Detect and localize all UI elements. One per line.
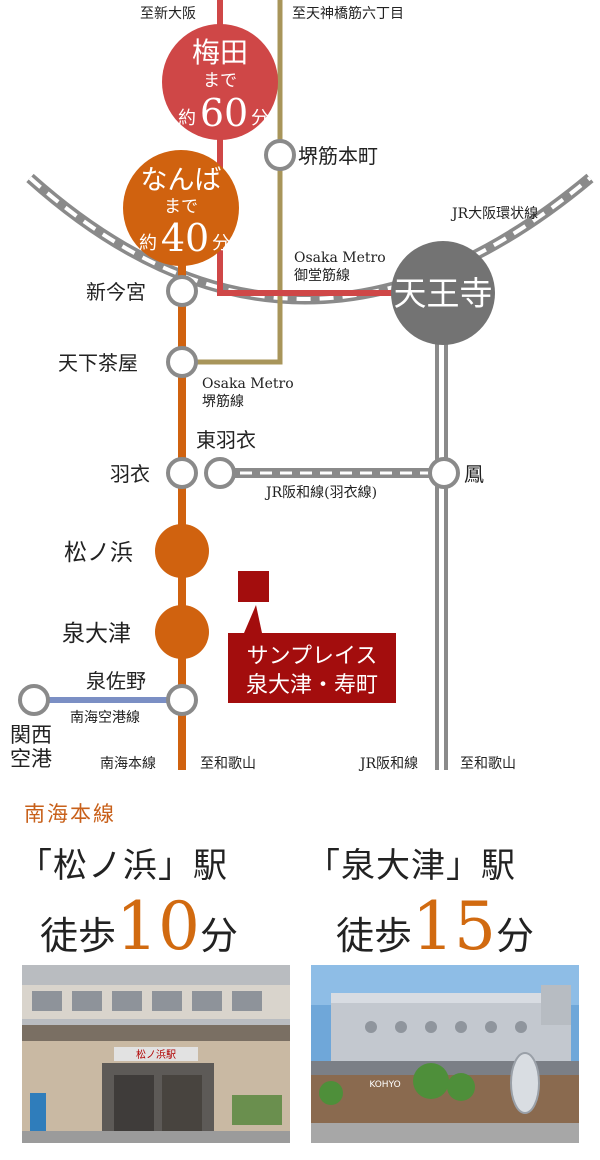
kansai-airport-station <box>18 684 50 716</box>
photo-sign-right: KOHYO <box>369 1080 400 1090</box>
label-shin-imamiya: 新今宮 <box>86 280 146 304</box>
label-nankai-airport: 南海空港線 <box>70 710 140 726</box>
direction-wakayama-nankai: 至和歌山 <box>200 756 256 772</box>
tennoji-name: 天王寺 <box>394 274 493 313</box>
label-tengachaya: 天下茶屋 <box>58 351 138 375</box>
label-jr-hanwa: JR阪和線 <box>358 756 418 772</box>
access-section: 南海本線 「松ノ浜」駅 徒歩10分 「泉大津」駅 徒歩15分 松ノ浜駅 <box>0 790 600 1160</box>
tengachaya-station <box>166 346 198 378</box>
label-sakaisuji-2: 堺筋線 <box>202 393 244 410</box>
label-jr-hagoromo: JR阪和線(羽衣線) <box>264 485 377 501</box>
label-midosuji-1: Osaka Metro <box>294 250 386 266</box>
label-higashi-hagoromo: 東羽衣 <box>196 428 256 452</box>
umeda-name: 梅田 <box>192 36 248 69</box>
umeda-prefix: 約 <box>178 108 196 129</box>
right-walk-label: 徒歩 <box>336 914 413 958</box>
jr-hanwa-line <box>435 330 448 770</box>
umeda-unit: 分 <box>251 108 269 129</box>
tennoji-hub: 天王寺 <box>391 241 495 345</box>
direction-shin-osaka: 至新大阪 <box>140 6 196 22</box>
umeda-minutes: 60 <box>200 91 248 135</box>
label-nankai-main: 南海本線 <box>100 756 156 772</box>
label-kansai-airport-2: 空港 <box>10 747 52 771</box>
namba-name: なんば <box>141 165 222 196</box>
namba-hub: なんば まで 約 40 分 <box>123 150 239 266</box>
property-name-2: 泉大津・寿町 <box>246 673 378 698</box>
higashi-hagoromo-station <box>204 457 236 489</box>
jr-osaka-loop-line <box>26 173 594 305</box>
label-otori: 鳳 <box>464 462 484 486</box>
matsunohama-station <box>155 524 209 578</box>
sakaisuji-line <box>182 0 283 365</box>
label-kansai-airport-1: 関西 <box>10 723 52 747</box>
umeda-made: まで <box>203 71 237 91</box>
namba-made: まで <box>164 197 198 217</box>
right-station-name: 「泉大津」駅 <box>306 846 516 886</box>
label-izumisano: 泉佐野 <box>86 669 146 693</box>
namba-unit: 分 <box>212 233 230 254</box>
namba-prefix: 約 <box>139 233 157 254</box>
matsunohama-station-photo: 松ノ浜駅 <box>22 965 290 1143</box>
left-walk-unit: 分 <box>200 914 239 958</box>
label-izumiotsu: 泉大津 <box>62 621 131 647</box>
property-marker: サンプレイス 泉大津・寿町 <box>228 571 396 703</box>
umeda-hub: 梅田 まで 約 60 分 <box>162 24 278 140</box>
hagoromo-station <box>166 457 198 489</box>
direction-tenjinbashi: 至天神橋筋六丁目 <box>292 5 404 22</box>
label-hagoromo: 羽衣 <box>110 462 150 486</box>
izumiotsu-station <box>155 605 209 659</box>
label-jr-loop: JR大阪環状線 <box>450 206 538 222</box>
direction-wakayama-jr: 至和歌山 <box>460 756 516 772</box>
label-midosuji-2: 御堂筋線 <box>294 267 350 284</box>
namba-minutes: 40 <box>161 216 209 260</box>
otori-station <box>428 457 460 489</box>
izumisano-station <box>166 684 198 716</box>
shin-imamiya-station <box>166 275 198 307</box>
label-matsunohama: 松ノ浜 <box>64 540 133 566</box>
left-walk-label: 徒歩 <box>40 914 117 958</box>
label-sakaisuji-honmachi: 堺筋本町 <box>298 144 378 168</box>
route-map: 梅田 まで 約 60 分 なんば まで 約 40 分 天王寺 サンプレイス <box>10 0 594 772</box>
izumiotsu-station-photo: KOHYO <box>311 965 579 1143</box>
right-walk-minutes: 15 <box>412 888 496 965</box>
label-sakaisuji-1: Osaka Metro <box>202 376 294 392</box>
left-station-name: 「松ノ浜」駅 <box>18 846 228 886</box>
sakaisuji-honmachi-station <box>264 139 296 171</box>
access-line-name: 南海本線 <box>24 802 116 826</box>
right-walk-time: 徒歩15分 <box>336 888 534 965</box>
property-name-1: サンプレイス <box>247 644 378 669</box>
photo-sign-left: 松ノ浜駅 <box>136 1048 176 1061</box>
left-walk-time: 徒歩10分 <box>40 888 238 965</box>
left-walk-minutes: 10 <box>116 888 200 965</box>
right-walk-unit: 分 <box>496 914 535 958</box>
